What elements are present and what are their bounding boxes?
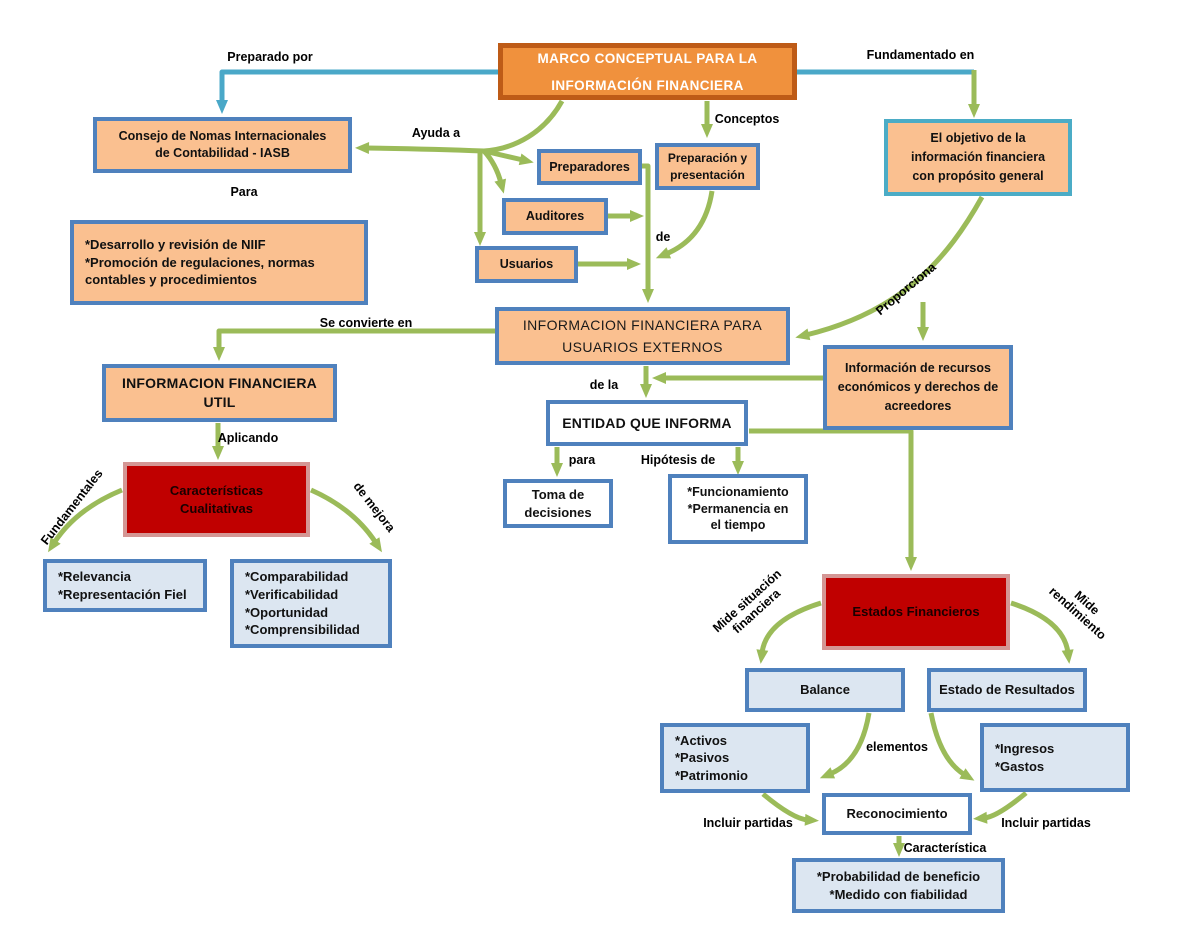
edge-preparado-por: [216, 69, 498, 114]
node-reconocimiento: Reconocimiento: [822, 793, 972, 835]
label-hipotesis-de: Hipótesis de: [640, 453, 716, 467]
node-preparadores: Preparadores: [537, 149, 642, 185]
node-informacion-usuarios-externos: INFORMACION FINANCIERA PARA USUARIOS EXT…: [495, 307, 790, 365]
label-para-iasb: Para: [230, 185, 258, 199]
node-balance: Balance: [745, 668, 905, 712]
edge-incluir-der: [973, 791, 1028, 824]
node-probabilidad-fiabilidad: *Probabilidad de beneficio *Medido con f…: [792, 858, 1005, 913]
node-recursos-economicos: Información de recursos económicos y der…: [823, 345, 1013, 430]
edge-mide-situacion: [756, 600, 822, 664]
edge-de-mejora: [309, 487, 382, 553]
edge-ayuda-curve: [483, 99, 565, 154]
node-hipotesis-items: *Funcionamiento *Permanencia en el tiemp…: [668, 474, 808, 544]
edge-preparadores-info: [642, 163, 654, 303]
node-caracteristicas-cualitativas: Características Cualitativas: [123, 462, 310, 537]
edge-ayuda-iasb: [355, 142, 485, 155]
label-ayuda-a: Ayuda a: [411, 126, 461, 140]
label-preparado-por: Preparado por: [227, 50, 313, 64]
label-fundamentado-en: Fundamentado en: [866, 48, 975, 62]
node-usuarios: Usuarios: [475, 246, 578, 283]
node-ingresos-gastos: *Ingresos *Gastos: [980, 723, 1130, 792]
edge-ayuda-auditores: [482, 149, 507, 194]
node-informacion-financiera-util: INFORMACION FINANCIERA UTIL: [102, 364, 337, 422]
label-se-convierte-en: Se convierte en: [319, 316, 413, 330]
node-marco-conceptual: MARCO CONCEPTUAL PARA LA INFORMACIÓN FIN…: [498, 43, 797, 100]
label-de-la: de la: [589, 378, 619, 392]
node-objetivo-informacion: El objetivo de la información financiera…: [884, 119, 1072, 196]
node-activos-pasivos-patrimonio: *Activos *Pasivos *Patrimonio: [660, 723, 810, 793]
node-entidad-que-informa: ENTIDAD QUE INFORMA: [546, 400, 748, 446]
node-mejora-items: *Comparabilidad *Verificabilidad *Oportu…: [230, 559, 392, 648]
label-caracteristica: Característica: [903, 841, 987, 855]
edge-mide-rendimiento: [1010, 600, 1074, 664]
edge-proporciona: [795, 195, 985, 341]
label-incluir-partidas-izq: Incluir partidas: [703, 816, 793, 830]
edge-elementos-ingresos: [928, 712, 975, 781]
node-estados-financieros: Estados Financieros: [822, 574, 1010, 650]
edge-incluir-izq: [761, 792, 819, 826]
edge-elementos-activos: [819, 712, 872, 779]
node-toma-decisiones: Toma de decisiones: [503, 479, 613, 528]
node-auditores: Auditores: [502, 198, 608, 235]
label-para: para: [568, 453, 596, 467]
edge-preparacion-join: [655, 190, 715, 259]
label-incluir-partidas-der: Incluir partidas: [1001, 816, 1091, 830]
edge-ayuda-preparadores: [483, 148, 534, 166]
label-elementos: elementos: [866, 740, 928, 754]
node-fundamentales-items: *Relevancia *Representación Fiel: [43, 559, 207, 612]
node-preparacion-presentacion: Preparación y presentación: [655, 143, 760, 190]
edge-se-convierte: [213, 328, 495, 361]
label-de: de: [655, 230, 671, 244]
edge-entidad-estados: [749, 428, 917, 571]
node-iasb: Consejo de Nomas Internacionales de Cont…: [93, 117, 352, 173]
node-estado-resultados: Estado de Resultados: [927, 668, 1087, 712]
label-conceptos: Conceptos: [714, 112, 780, 126]
node-desarrollo-niif: *Desarrollo y revisión de NIIF *Promoció…: [70, 220, 368, 305]
label-aplicando: Aplicando: [217, 431, 279, 445]
edge-fundamentales: [48, 487, 123, 553]
